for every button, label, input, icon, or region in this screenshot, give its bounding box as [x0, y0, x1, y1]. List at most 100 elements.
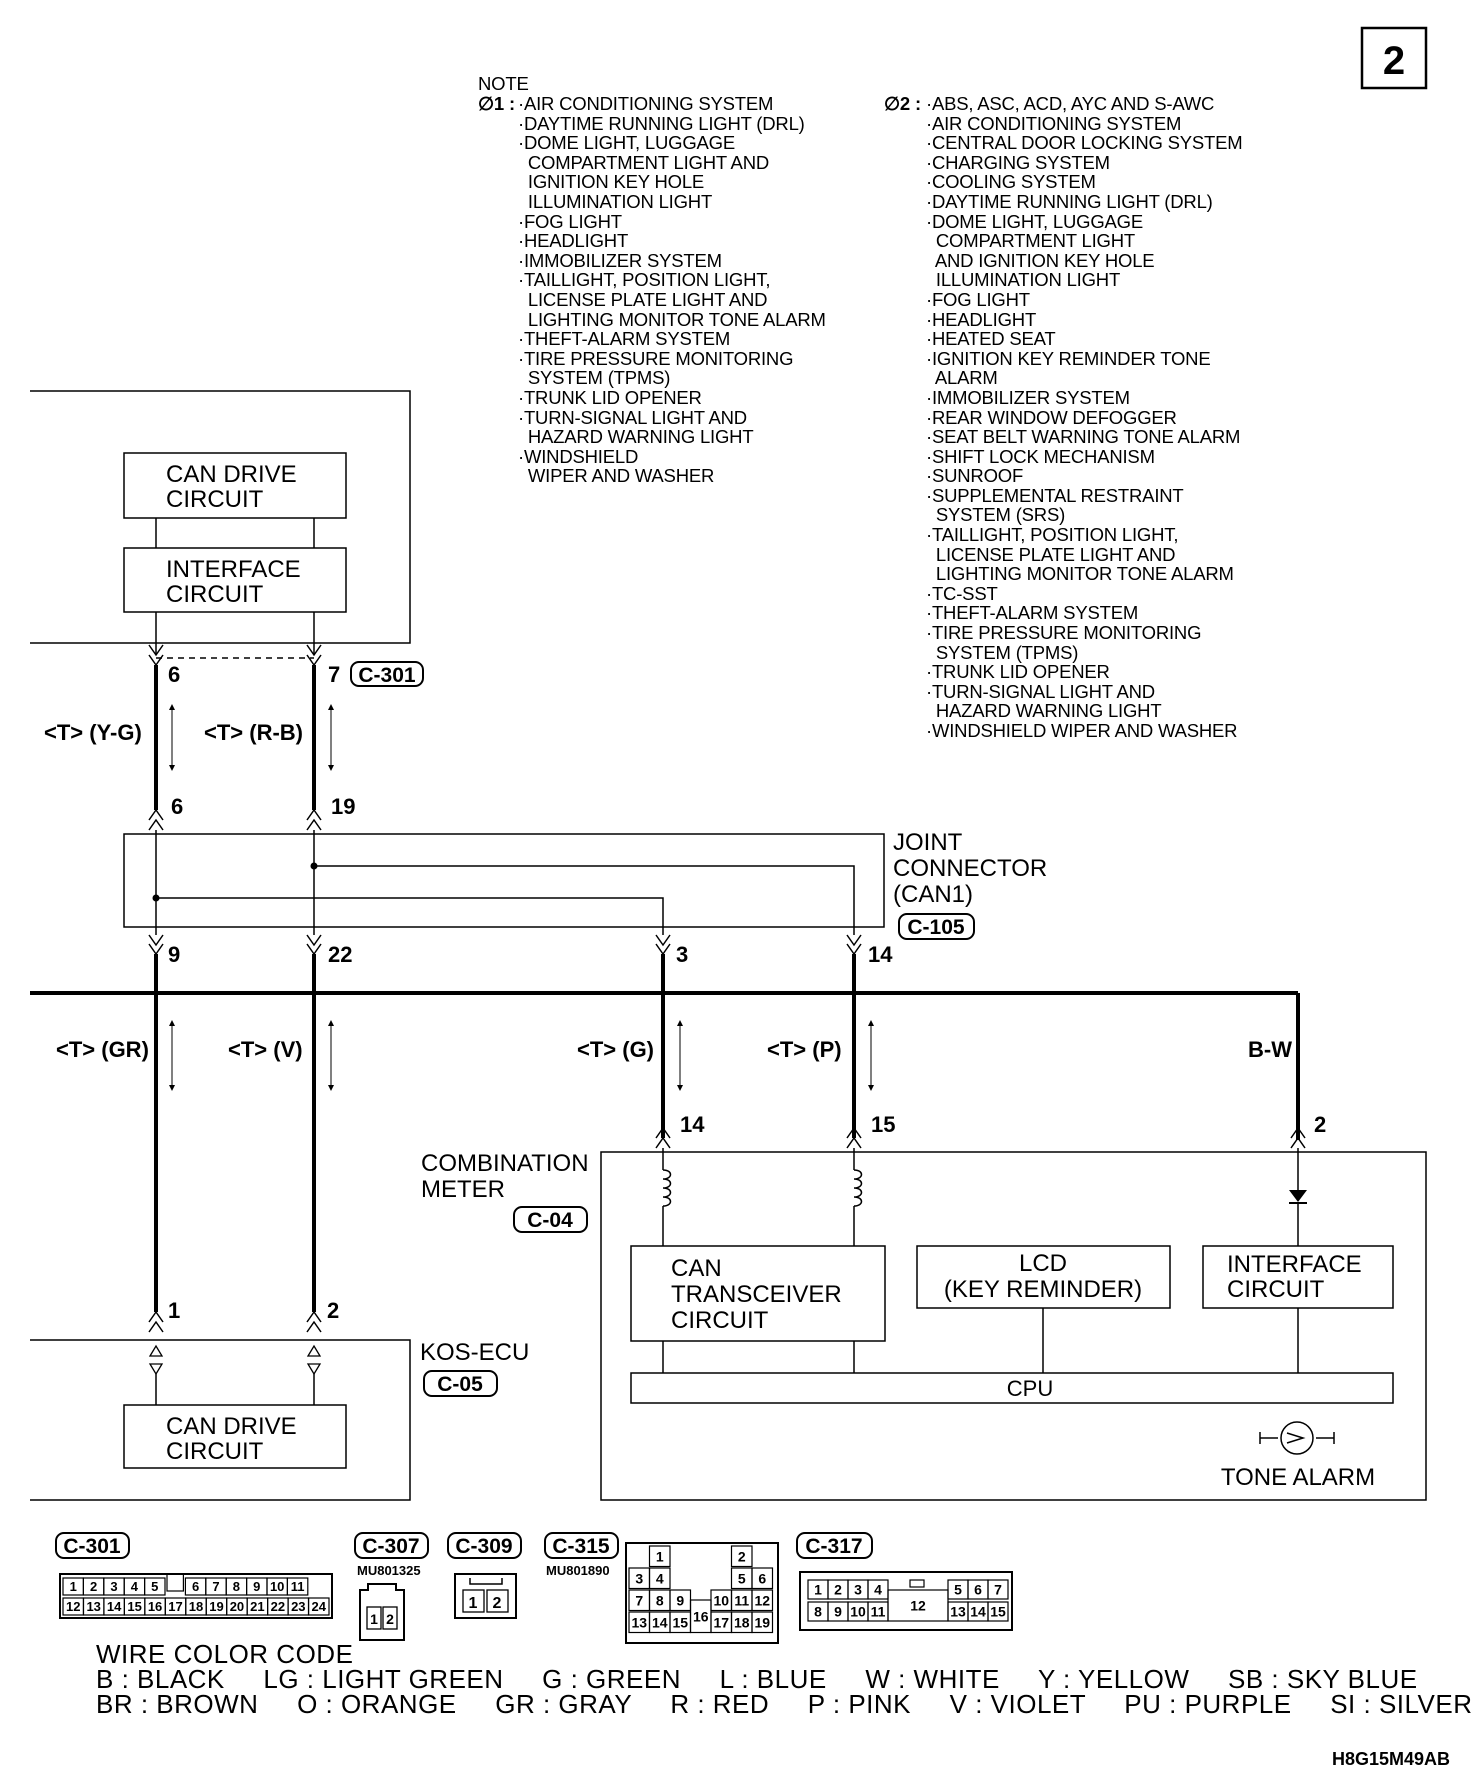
connector-c05-label: C-05 — [437, 1373, 483, 1396]
wire-label-v: <T> (V) — [228, 1037, 303, 1062]
note-item: ·TC-SST — [926, 582, 998, 604]
connector-pin: 2 — [90, 1579, 97, 1594]
c307-face — [359, 1583, 405, 1641]
connector-pin: 16 — [148, 1599, 162, 1614]
note-item: ·HEATED SEAT — [926, 328, 1056, 350]
connector-pin: 7 — [212, 1579, 219, 1594]
connector-pin: 13 — [86, 1599, 100, 1614]
tone-alarm-label: TONE ALARM — [1221, 1464, 1375, 1491]
connector-tag-c05 — [423, 1370, 498, 1397]
can-drive-box-upper — [123, 452, 347, 519]
connector-c04-label: C-04 — [527, 1209, 573, 1232]
kos-ecu-label: KOS-ECU — [420, 1339, 529, 1366]
connector-pin: 21 — [250, 1599, 264, 1614]
c301-face-label: C-301 — [63, 1535, 121, 1558]
interface-box-meter — [1202, 1245, 1394, 1309]
connector-pin: 18 — [734, 1614, 750, 1630]
can-drive-upper-l1: CAN DRIVE — [166, 461, 297, 488]
lcd-l1: LCD — [1019, 1250, 1067, 1277]
note-item: ·TURN-SIGNAL LIGHT AND — [518, 406, 747, 428]
c317-face-label: C-317 — [805, 1535, 862, 1558]
note-item: COMPARTMENT LIGHT — [926, 230, 1135, 252]
pin-2-c04: 2 — [1314, 1112, 1326, 1137]
note-item: SYSTEM (SRS) — [926, 504, 1066, 526]
note-item: ·REAR WINDOW DEFOGGER — [926, 406, 1177, 428]
page-number-box — [1360, 26, 1428, 90]
wire-label-gr: <T> (GR) — [56, 1037, 149, 1062]
cpu-box — [630, 1372, 1394, 1404]
note-item: ·IMMOBILIZER SYSTEM — [926, 386, 1130, 408]
note-item: ·THEFT-ALARM SYSTEM — [926, 602, 1139, 624]
connector-pin: 15 — [127, 1599, 141, 1614]
connector-pin: 6 — [974, 1582, 982, 1598]
note-star2-label: ∅2 : — [884, 93, 921, 114]
note-item: ILLUMINATION LIGHT — [926, 269, 1121, 291]
note-item: ·THEFT-ALARM SYSTEM — [518, 328, 731, 350]
can-drive-box-kos — [123, 1404, 347, 1469]
can-drive-kos-l1: CAN DRIVE — [166, 1413, 297, 1440]
connector-pin: 16 — [693, 1608, 709, 1624]
note-item: ·HEADLIGHT — [518, 230, 629, 252]
note-item: SYSTEM (TPMS) — [518, 367, 671, 389]
note-item: ·FOG LIGHT — [518, 210, 622, 232]
c309-pin: 2 — [493, 1595, 502, 1612]
wire-label-y-g: <T> (Y-G) — [44, 720, 142, 745]
note-item: AND IGNITION KEY HOLE — [926, 249, 1155, 271]
connector-c105-label: C-105 — [907, 916, 965, 939]
combination-meter-l1: COMBINATION — [421, 1150, 589, 1177]
connector-pin: 1 — [814, 1582, 822, 1598]
connector-tag-c105 — [898, 913, 975, 940]
note-item: ·TIRE PRESSURE MONITORING — [926, 622, 1202, 644]
joint-connector-l3: (CAN1) — [893, 881, 973, 908]
c307-part: MU801325 — [357, 1563, 421, 1578]
wire-label-b-w: B-W — [1248, 1037, 1292, 1062]
c317-face — [799, 1571, 1013, 1631]
note-item: ·DOME LIGHT, LUGGAGE — [518, 132, 736, 154]
can-transceiver-box — [630, 1245, 886, 1342]
c309-pin: 1 — [469, 1595, 478, 1612]
connector-pin: 15 — [672, 1614, 688, 1630]
note-item: LIGHTING MONITOR TONE ALARM — [518, 308, 826, 330]
connector-c301-label: C-301 — [358, 664, 416, 687]
pin-14-c105: 14 — [868, 942, 893, 967]
note-star1-label: ∅1 : — [478, 93, 515, 114]
pin-1-c05: 1 — [168, 1298, 180, 1323]
connector-tag-c04 — [513, 1206, 588, 1233]
connector-pin: 11 — [871, 1604, 886, 1620]
note-item: ·SHIFT LOCK MECHANISM — [926, 445, 1155, 467]
connector-pin: 3 — [854, 1582, 862, 1598]
connector-pin: 2 — [738, 1548, 746, 1564]
note-item: WIPER AND WASHER — [518, 465, 715, 487]
figure-code: H8G15M49AB — [1332, 1749, 1450, 1769]
connector-pin: 12 — [910, 1598, 926, 1614]
note-item: ·IGNITION KEY REMINDER TONE — [926, 347, 1211, 369]
pin-14-c04: 14 — [680, 1112, 705, 1137]
connector-pin: 3 — [110, 1579, 117, 1594]
note-item: ·AIR CONDITIONING SYSTEM — [518, 93, 774, 114]
c307-face-label: C-307 — [362, 1535, 419, 1558]
note-item: SYSTEM (TPMS) — [926, 641, 1079, 663]
joint-connector-l2: CONNECTOR — [893, 855, 1047, 882]
connector-pin: 10 — [270, 1579, 284, 1594]
connector-pin: 4 — [656, 1570, 664, 1586]
connector-tag-c309 — [447, 1532, 522, 1559]
c307-pin: 2 — [386, 1611, 394, 1627]
connector-pin: 10 — [713, 1592, 729, 1608]
pin-22-c105: 22 — [328, 942, 352, 967]
connector-pin: 1 — [70, 1579, 77, 1594]
interface-box-upper — [123, 547, 347, 613]
note-item: ·CHARGING SYSTEM — [926, 151, 1110, 173]
can-tx-l2: TRANSCEIVER — [671, 1281, 842, 1308]
note-item: COMPARTMENT LIGHT AND — [518, 151, 770, 173]
note-star1-list: ·AIR CONDITIONING SYSTEM·DAYTIME RUNNING… — [518, 94, 826, 486]
connector-pin: 2 — [834, 1582, 842, 1598]
connector-pin: 12 — [66, 1599, 80, 1614]
connector-tag-c301-face — [55, 1532, 130, 1559]
pin-3-c105: 3 — [676, 942, 688, 967]
note-item: IGNITION KEY HOLE — [518, 171, 705, 193]
connector-pin: 8 — [656, 1592, 664, 1608]
connector-pin: 14 — [970, 1604, 986, 1620]
pin-15-c04: 15 — [871, 1112, 895, 1137]
connector-pin: 17 — [168, 1599, 182, 1614]
note-item: ·WINDSHIELD WIPER AND WASHER — [926, 720, 1238, 741]
